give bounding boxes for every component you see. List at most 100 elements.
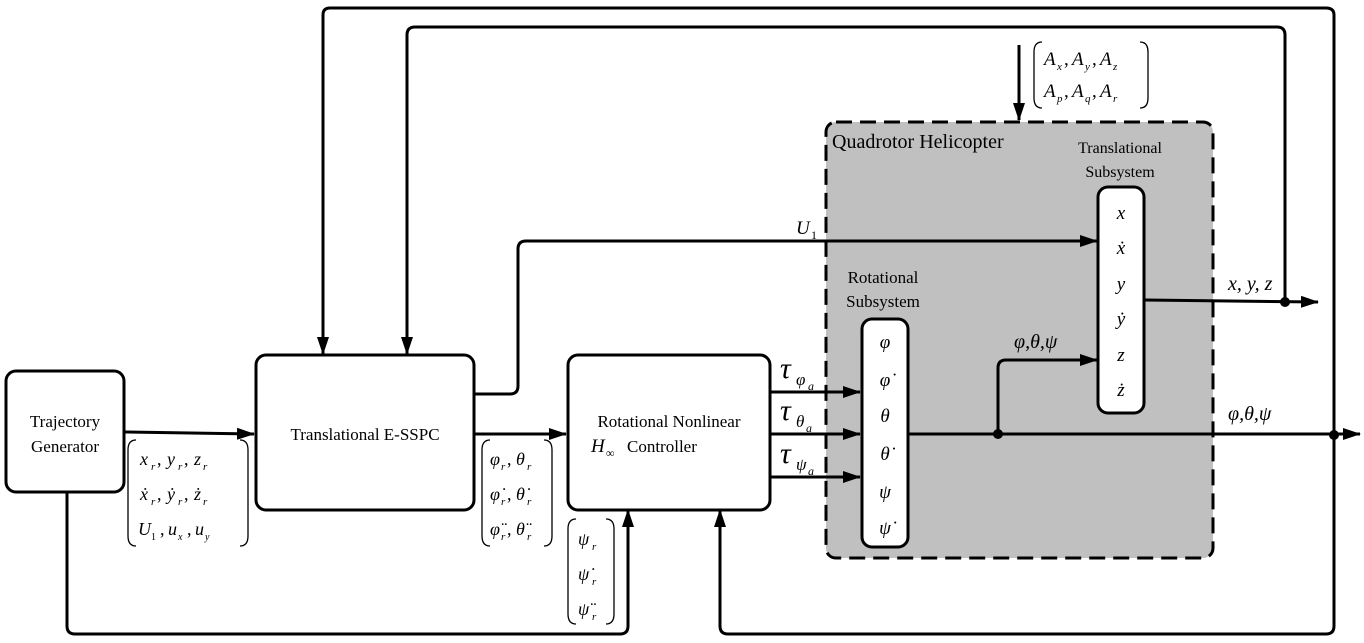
rotational-controller-block <box>566 353 772 512</box>
svg-text:,: , <box>1064 49 1069 70</box>
trajectory-generator-block <box>4 369 126 494</box>
tau-theta-label: τ θ a <box>780 394 812 435</box>
reference-psi-vector: ψ r ψ̇ r ψ̈ r <box>567 518 615 625</box>
disturbance-vector: A x , A y , A z A p , A q , A r <box>1033 41 1149 109</box>
translational-subsystem-label-2: Subsystem <box>1085 164 1155 181</box>
svg-text:τ: τ <box>780 394 792 427</box>
trajectory-generator-label-1: Trajectory <box>30 412 101 431</box>
svg-text:,: , <box>1092 49 1097 70</box>
reference-trajectory-vector: x r , y r , z r ẋ r , ẏ r , ż r U 1 , u … <box>127 439 249 547</box>
tau-phi-label: τ φ a <box>780 352 814 393</box>
svg-text:y: y <box>204 532 210 543</box>
xyz-output-label: x, y, z <box>1227 273 1273 295</box>
svg-text:A: A <box>1070 49 1084 70</box>
svg-text:A: A <box>1042 49 1056 70</box>
svg-text:,: , <box>507 519 512 539</box>
state-z: z <box>1116 345 1125 366</box>
rotational-controller-label-2: Controller <box>627 437 697 456</box>
junction-angles-right <box>1329 430 1339 440</box>
svg-text:q: q <box>1085 93 1091 105</box>
trajectory-generator-label-2: Generator <box>31 437 99 456</box>
rotational-subsystem-label-2: Subsystem <box>846 292 920 311</box>
svg-text:r: r <box>178 461 183 473</box>
svg-text:a: a <box>808 379 814 393</box>
svg-text:u: u <box>168 519 177 539</box>
svg-text:r: r <box>501 531 506 543</box>
svg-text:,: , <box>187 519 192 539</box>
svg-text:U: U <box>138 519 152 539</box>
wire-u1 <box>474 235 1098 396</box>
quadrotor-helicopter-label: Quadrotor Helicopter <box>832 131 1004 153</box>
svg-text:1: 1 <box>151 532 156 543</box>
svg-text:,: , <box>1064 81 1069 102</box>
translational-essp-label: Translational E-SSPC <box>290 425 439 444</box>
svg-text:r: r <box>592 541 597 553</box>
junction-angles-mid <box>993 429 1003 439</box>
svg-text:A: A <box>1098 49 1112 70</box>
svg-text:r: r <box>151 461 156 473</box>
svg-text:p: p <box>1056 93 1063 105</box>
svg-text:1: 1 <box>811 228 817 242</box>
state-x: x <box>1116 203 1126 224</box>
svg-text:a: a <box>808 464 814 478</box>
svg-text:z: z <box>193 449 201 469</box>
svg-text:r: r <box>592 576 597 588</box>
svg-text:,: , <box>157 449 162 469</box>
rotational-controller-label-1: Rotational Nonlinear <box>597 412 740 431</box>
svg-text:,: , <box>507 484 512 504</box>
svg-text:,: , <box>184 449 189 469</box>
state-z-dot: ż <box>1116 380 1125 401</box>
svg-text:r: r <box>527 496 532 508</box>
svg-text:a: a <box>806 421 812 435</box>
svg-text:r: r <box>178 496 183 508</box>
svg-text:r: r <box>1113 93 1118 105</box>
svg-text:r: r <box>203 496 208 508</box>
feedback-angles-top <box>317 6 1336 435</box>
wire-xyz-out <box>1144 295 1319 308</box>
angles-output-label: φ,θ,ψ <box>1228 403 1272 425</box>
wire-traj-to-essp <box>123 427 255 440</box>
svg-text:ψ: ψ <box>796 455 807 474</box>
state-theta: θ <box>880 406 889 427</box>
svg-text:,: , <box>184 484 189 504</box>
h-infinity-symbol: H <box>590 436 606 457</box>
svg-text:r: r <box>501 461 506 473</box>
svg-text:,: , <box>1092 81 1097 102</box>
reference-angle-vector: φ r , θ r φ̇ r , θ̇ r φ̈ r , θ̈ r <box>481 439 553 547</box>
state-phi: φ <box>880 332 891 353</box>
svg-text:ψ: ψ <box>578 529 590 549</box>
tau-psi-label: τ ψ a <box>780 437 814 478</box>
svg-text:A: A <box>1070 81 1084 102</box>
svg-text:,: , <box>157 484 162 504</box>
feedback-xyz-top <box>401 25 1287 355</box>
svg-text:x: x <box>139 449 148 469</box>
junction-xyz <box>1280 297 1290 307</box>
translational-essp-block <box>254 353 476 512</box>
svg-text:x: x <box>1056 61 1062 73</box>
svg-text:φ: φ <box>796 370 805 389</box>
rotational-subsystem-block <box>860 317 910 549</box>
svg-text:U: U <box>796 218 811 239</box>
svg-text:θ: θ <box>796 412 804 431</box>
svg-text:ẋ: ẋ <box>139 484 148 504</box>
svg-text:r: r <box>501 496 506 508</box>
svg-text:y: y <box>165 449 175 469</box>
state-psi: ψ <box>879 482 892 503</box>
angles-feed-label: φ,θ,ψ <box>1014 331 1058 353</box>
svg-text:y: y <box>1084 61 1090 73</box>
svg-text:,: , <box>160 519 165 539</box>
svg-text:ẏ: ẏ <box>165 484 176 504</box>
svg-text:r: r <box>592 611 597 623</box>
svg-text:z: z <box>1112 61 1118 73</box>
svg-text:θ: θ <box>516 449 525 469</box>
translational-subsystem-label-1: Translational <box>1078 140 1162 157</box>
svg-text:A: A <box>1042 81 1056 102</box>
u1-label: U 1 <box>796 218 817 242</box>
svg-text:τ: τ <box>780 437 792 470</box>
svg-text:τ: τ <box>780 352 792 385</box>
svg-text:φ: φ <box>490 449 500 469</box>
wire-angles-to-trans <box>996 354 1098 434</box>
translational-subsystem-block <box>1096 185 1146 415</box>
state-y-dot: ẏ <box>1115 309 1126 330</box>
